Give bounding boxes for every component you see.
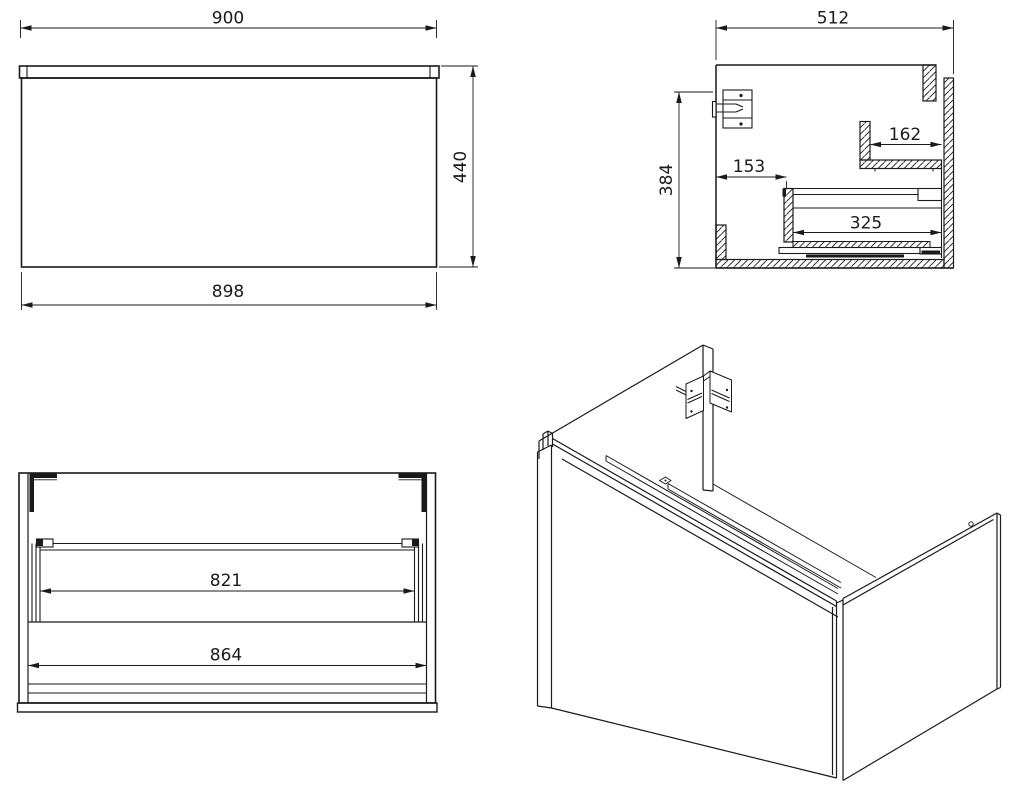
interior-front-view: 821 864	[16, 472, 438, 713]
dim-label-shelf-recess-depth: 162	[889, 125, 921, 145]
dim-label-carcass-inner-width: 864	[210, 646, 242, 666]
dimension-overall-width	[20, 20, 437, 38]
drawer-section	[778, 187, 943, 258]
dimension-shelf-recess-depth	[870, 141, 942, 148]
dim-label-drawer-clear-width: 821	[210, 571, 242, 591]
dimension-back-to-drawer	[716, 174, 787, 189]
dim-label-overall-height: 440	[451, 151, 471, 183]
iso-front-panel	[536, 437, 839, 779]
dim-label-back-to-drawer: 153	[733, 157, 765, 177]
dim-label-hanger-height: 384	[657, 164, 677, 196]
side-section-view: 512 384 153 162 325	[657, 9, 955, 269]
dimension-drawer-inner-depth	[793, 229, 942, 236]
dimension-body-width	[21, 272, 437, 310]
front-view-cabinet-outline	[18, 65, 440, 268]
iso-drawer-slides	[605, 455, 877, 595]
dimension-hanger-height	[674, 91, 716, 269]
hanger-bracket-section	[711, 89, 753, 129]
dim-label-body-width: 898	[212, 282, 244, 302]
dimension-overall-height	[439, 65, 478, 268]
corner-bracket-right	[398, 473, 426, 512]
front-view: 900 440 898	[18, 9, 478, 310]
isometric-view	[536, 344, 1002, 782]
drawer-runner-frame	[31, 538, 424, 622]
dim-label-overall-width: 900	[212, 9, 244, 29]
iso-hanger-bracket	[675, 370, 732, 419]
iso-screw-mark	[968, 521, 974, 527]
corner-bracket-left	[29, 473, 57, 512]
dimension-drawer-clear-width	[40, 588, 415, 594]
dim-label-drawer-inner-depth: 325	[850, 214, 882, 234]
dimension-carcass-inner-width	[28, 662, 427, 669]
iso-left-panel-top	[542, 430, 554, 450]
dimension-overall-depth	[715, 20, 954, 74]
section-carcass	[715, 64, 955, 269]
iso-right-panel	[836, 512, 1002, 782]
interior-carcass	[16, 472, 438, 713]
dim-label-overall-depth: 512	[817, 9, 849, 29]
